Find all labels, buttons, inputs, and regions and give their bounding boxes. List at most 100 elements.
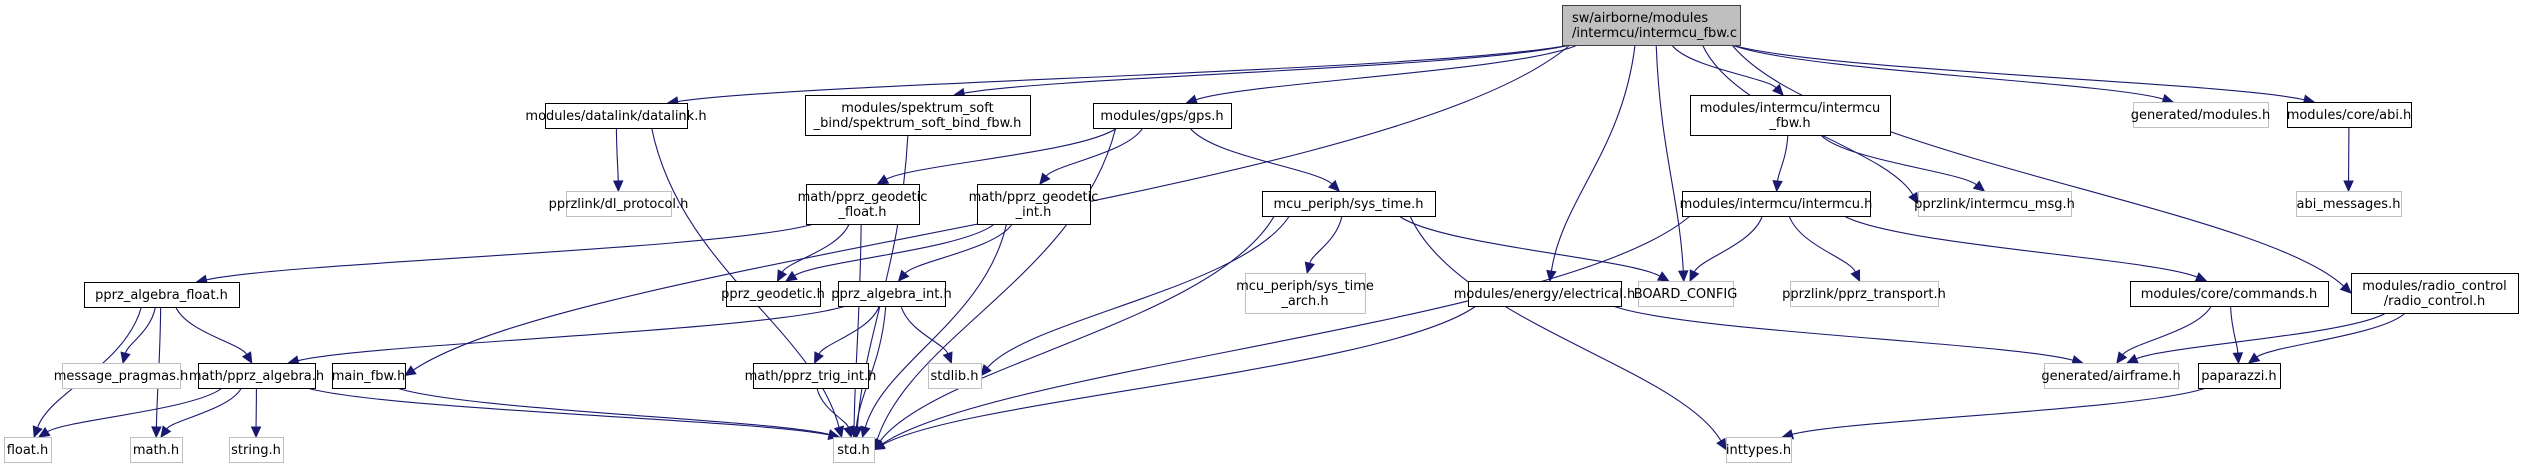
node-intermcu-fbw-h[interactable]: modules/intermcu/intermcu_fbw.h — [1690, 95, 1891, 136]
node-string-h: string.h — [229, 437, 284, 463]
node-label: mcu_periph/sys_time — [1236, 279, 1374, 294]
node-main-fbw[interactable]: main_fbw.h — [332, 363, 406, 389]
node-box — [1682, 191, 1871, 217]
arrowhead-icon — [776, 269, 788, 283]
node-datalink[interactable]: modules/datalink/datalink.h — [525, 103, 707, 129]
node-label: std.h — [837, 443, 870, 458]
node-radio-control[interactable]: modules/radio_control/radio_control.h — [2351, 273, 2519, 314]
node-box — [726, 281, 821, 307]
edge-alg-float-to-msg-pragmas — [120, 306, 156, 365]
node-abi[interactable]: modules/core/abi.h — [2287, 102, 2412, 128]
node-geo-int[interactable]: math/pprz_geodetic_int.h — [969, 184, 1099, 225]
edge-intermcu-h-to-std-h — [872, 215, 1691, 451]
node-label: _float.h — [837, 205, 886, 220]
node-label: stdlib.h — [931, 369, 979, 384]
edge-line — [306, 387, 830, 436]
node-box — [1468, 281, 1622, 307]
arrowhead-icon — [851, 426, 862, 439]
node-gps[interactable]: modules/gps/gps.h — [1093, 103, 1232, 129]
edge-gps-to-geo-int — [1039, 127, 1144, 185]
edge-line — [900, 305, 949, 354]
node-algebra[interactable]: math/pprz_algebra.h — [189, 363, 324, 389]
edge-abi-to-abi-messages — [2343, 126, 2354, 193]
edge-intermcu-h-to-board-config — [1689, 215, 1763, 283]
node-box — [2130, 281, 2329, 307]
edge-line — [206, 223, 815, 281]
node-box — [4, 437, 52, 463]
node-box — [1726, 437, 1792, 463]
node-box — [130, 437, 183, 463]
node-label: float.h — [7, 443, 49, 458]
node-electrical[interactable]: modules/energy/electrical.h — [1454, 281, 1635, 307]
edge-algebra-to-math-h — [160, 387, 242, 438]
edge-line — [879, 215, 1275, 442]
edge-trig-int-to-std-h — [816, 387, 854, 439]
node-box — [1245, 273, 1366, 314]
arrowhead-icon — [2339, 281, 2352, 294]
node-intermcu-h[interactable]: modules/intermcu/intermcu.h — [1680, 191, 1873, 217]
arrowhead-icon — [241, 351, 253, 365]
node-box — [838, 281, 946, 307]
node-alg-float[interactable]: pprz_algebra_float.h — [84, 282, 240, 308]
edge-line — [297, 305, 847, 362]
arrowhead-icon — [980, 364, 992, 377]
node-root: sw/airborne/modules/intermcu/intermcu_fb… — [1562, 5, 1741, 46]
node-paparazzi[interactable]: paparazzi.h — [2198, 363, 2281, 389]
node-pprz-transport: pprzlink/pprz_transport.h — [1782, 281, 1946, 307]
arrowhead-icon — [942, 351, 953, 365]
edge-line — [1731, 44, 2164, 100]
edge-line — [1195, 44, 1578, 101]
node-label: _int.h — [1015, 205, 1052, 220]
node-label: /intermcu/intermcu_fbw.c — [1572, 26, 1737, 41]
node-board-config: BOARD_CONFIG — [1634, 281, 1737, 307]
node-geo-float[interactable]: math/pprz_geodetic_float.h — [798, 184, 928, 225]
arrowhead-icon — [250, 426, 262, 439]
node-spektrum[interactable]: modules/spektrum_soft_bind/spektrum_soft… — [805, 95, 1031, 136]
edge-root-to-spektrum — [952, 44, 1571, 99]
node-trig-int[interactable]: math/pprz_trig_int.h — [745, 363, 877, 389]
edge-line — [1788, 215, 1856, 273]
node-box — [1918, 191, 2072, 217]
arrowhead-icon — [1908, 191, 1919, 205]
edge-line — [2256, 312, 2406, 358]
arrowhead-icon — [1772, 180, 1783, 193]
node-label: mcu_periph/sys_time.h — [1273, 197, 1423, 212]
node-label: _bind/spektrum_soft_bind_fbw.h — [813, 116, 1022, 131]
node-label: pprz_algebra_int.h — [831, 287, 951, 302]
node-label: modules/energy/electrical.h — [1454, 287, 1635, 302]
node-label: modules/intermcu/intermcu — [1700, 101, 1880, 116]
arrowhead-icon — [403, 365, 417, 377]
node-label: pprzlink/pprz_transport.h — [1782, 287, 1946, 302]
node-label: sw/airborne/modules — [1572, 11, 1708, 26]
arrowhead-icon — [814, 351, 824, 365]
node-label: modules/core/abi.h — [2287, 108, 2412, 123]
arrowhead-icon — [32, 425, 43, 439]
node-box — [1690, 95, 1891, 136]
arrowhead-icon — [1039, 172, 1051, 185]
node-geodetic[interactable]: pprz_geodetic.h — [721, 281, 825, 307]
node-alg-int[interactable]: pprz_algebra_int.h — [831, 281, 952, 307]
arrowhead-icon — [1327, 179, 1341, 192]
edge-line — [986, 215, 1290, 369]
node-box — [332, 363, 406, 389]
node-label: pprz_geodetic.h — [721, 287, 825, 302]
node-label: math/pprz_geodetic — [969, 190, 1099, 205]
node-abi-messages: abi_messages.h — [2296, 191, 2402, 217]
arrowhead-icon — [2247, 352, 2261, 364]
node-label: abi_messages.h — [2297, 197, 2401, 212]
node-label: modules/datalink/datalink.h — [525, 109, 706, 124]
node-inttypes: inttypes.h — [1726, 437, 1792, 463]
node-box — [84, 282, 240, 308]
arrowhead-icon — [1304, 261, 1315, 275]
node-box — [2296, 191, 2402, 217]
arrowhead-icon — [1972, 180, 1986, 192]
edge-gps-to-sys-time — [1189, 127, 1341, 192]
node-box — [977, 184, 1091, 225]
node-commands[interactable]: modules/core/commands.h — [2130, 281, 2329, 307]
edge-algebra-to-std-h — [306, 387, 841, 440]
node-stdlib: stdlib.h — [928, 363, 982, 389]
node-sys-time[interactable]: mcu_periph/sys_time.h — [1262, 191, 1436, 217]
edge-line — [794, 223, 995, 277]
edge-line — [2136, 312, 2387, 360]
